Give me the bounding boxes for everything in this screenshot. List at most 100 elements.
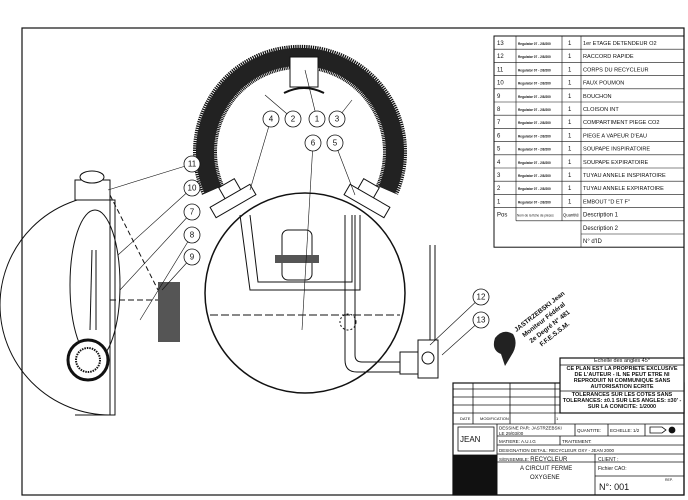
drawing-frame — [21, 27, 685, 496]
balloon-label: 11 — [188, 160, 197, 169]
drawing-date: 29/03/00 — [506, 431, 524, 436]
cell-qty: 1 — [568, 133, 572, 139]
header-id: N° d'ID — [583, 239, 603, 245]
balloon-label: 9 — [190, 253, 195, 262]
property-notice: CE PLAN EST LA PROPRIETE EXCLUSIVE DE L'… — [566, 366, 678, 390]
assembly-line-1: RECYCLEUR — [530, 457, 568, 463]
cell-ref: Regulator 07 - 2/8/200 — [518, 200, 551, 204]
scale-label: ECHELLE: — [610, 428, 632, 433]
assembly-label: S/ENSEMBLE: — [499, 457, 529, 462]
title-block — [452, 357, 685, 496]
cell-qty: 1 — [568, 120, 572, 126]
author-name: JEAN — [460, 435, 481, 444]
balloon-3: 3 — [328, 99, 353, 128]
balloon-label: 10 — [188, 184, 197, 193]
cell-ref: Regulator 07 - 2/8/200 — [518, 134, 551, 138]
cell-desc: SOUPAPE INSPIRATOIRE — [583, 147, 650, 153]
balloon-label: 4 — [269, 115, 274, 124]
svg-text:DESSINE PAR: JASTRZEBSKI: DESSINE PAR: JASTRZEBSKI — [499, 426, 562, 431]
recycler-body — [204, 192, 406, 394]
balloon-label: 5 — [333, 139, 338, 148]
cell-qty: 1 — [568, 186, 572, 192]
balloon-9: 9 — [161, 248, 201, 291]
balloon-label: 3 — [335, 115, 340, 124]
cell-qty: 1 — [568, 160, 572, 166]
balloon-5: 5 — [326, 134, 356, 196]
cell-desc: CORPS DU RECYCLEUR — [583, 67, 649, 73]
balloon-label: 6 — [311, 139, 316, 148]
property-notice-box: CE PLAN EST LA PROPRIETE EXCLUSIVE DE L'… — [566, 366, 678, 390]
header-qty: Quantité — [563, 213, 580, 218]
cell-desc: SOUPAPE EXPIRATOIRE — [583, 160, 649, 166]
cell-pos: 13 — [497, 41, 504, 47]
balloon-label: 13 — [477, 316, 486, 325]
balloon-label: 7 — [190, 208, 195, 217]
balloon-8: 8 — [139, 226, 201, 321]
cell-ref: Regulator 07 - 2/8/200 — [518, 174, 551, 178]
cell-ref: Regulator 07 - 2/8/200 — [518, 148, 551, 152]
cell-qty: 1 — [568, 94, 572, 100]
cell-ref: Regulator 07 - 2/8/200 — [518, 68, 551, 72]
regulator — [399, 245, 439, 379]
material-value: A.U.I.G — [521, 439, 536, 444]
svg-text:S/ENSEMBLE: RECYCLEUR: S/ENSEMBLE: RECYCLEUR — [499, 457, 568, 463]
index-value: 1 — [556, 416, 559, 421]
assembly-line-2: A CIRCUIT FERME — [520, 466, 572, 472]
cell-pos: 1 — [497, 199, 501, 205]
title-block-text: DATE MODIFICATION 1 JEAN DESSINE PAR: JA… — [460, 416, 673, 492]
modification-label: MODIFICATION — [480, 416, 509, 421]
cell-qty: 1 — [568, 107, 572, 113]
cell-desc: FAUX POUMON — [583, 81, 624, 87]
assembly-line-3: OXYGENE — [530, 475, 560, 481]
header-ref: Nom de la fiche de pièces — [517, 214, 554, 218]
svg-text:ECHELLE: 1/2: ECHELLE: 1/2 — [610, 428, 640, 433]
gauge-inner — [75, 347, 101, 373]
svg-text:DESIGNATION DETAIL: RECYCLEUR: DESIGNATION DETAIL: RECYCLEUR OXY - JEAN… — [499, 448, 615, 453]
designation-label: DESIGNATION DETAIL: — [499, 448, 548, 453]
cad-file-label: Fichier CAO: — [598, 466, 627, 472]
cell-pos: 7 — [497, 120, 501, 126]
cell-pos: 5 — [497, 147, 501, 153]
parts-table-row: 2 Regulator 07 - 2/8/200 1 TUYAU ANNELE EXP… — [497, 186, 664, 192]
balloon-7: 7 — [119, 203, 201, 291]
material-label: MATIERE: — [499, 439, 520, 444]
cell-desc: TUYAU ANNELE INSPIRATOIRE — [583, 173, 666, 179]
cell-pos: 2 — [497, 186, 501, 192]
treatment-label: TRAITEMENT: — [562, 439, 592, 444]
cell-desc: 1er ETAGE DETENDEUR O2 — [583, 41, 657, 47]
cell-desc: CLOISON INT — [583, 107, 619, 113]
date-prefix: LE — [499, 431, 505, 436]
svg-text:LE 29/03/00: LE 29/03/00 — [499, 431, 524, 436]
cell-desc: TUYAU ANNELE EXPIRATOIRE — [583, 186, 664, 192]
cell-pos: 3 — [497, 173, 501, 179]
parts-table-row: 5 Regulator 07 - 2/8/200 1 SOUPAPE INSPIRAT… — [497, 147, 650, 153]
balloon-10: 10 — [117, 179, 201, 256]
drawn-by-label: DESSINE PAR: — [499, 426, 530, 431]
date-label: DATE — [460, 416, 471, 421]
plug-hatched — [158, 282, 180, 342]
client-label: CLIENT : — [598, 457, 618, 463]
balloon-2: 2 — [264, 94, 302, 128]
cell-qty: 1 — [568, 81, 572, 87]
balloon-11: 11 — [107, 155, 201, 191]
designation-value: RECYCLEUR OXY - JEAN 2000 — [549, 448, 615, 453]
balloon-12: 12 — [429, 288, 490, 346]
hose-connectors — [209, 178, 391, 219]
cell-desc: PIEGE A VAPEUR D'EAU — [583, 133, 647, 139]
balloon-13: 13 — [441, 311, 490, 356]
cell-pos: 9 — [497, 94, 501, 100]
cell-qty: 1 — [568, 147, 572, 153]
balloon-label: 2 — [291, 115, 296, 124]
cell-ref: Regulator 07 - 2/8/200 — [518, 187, 551, 191]
